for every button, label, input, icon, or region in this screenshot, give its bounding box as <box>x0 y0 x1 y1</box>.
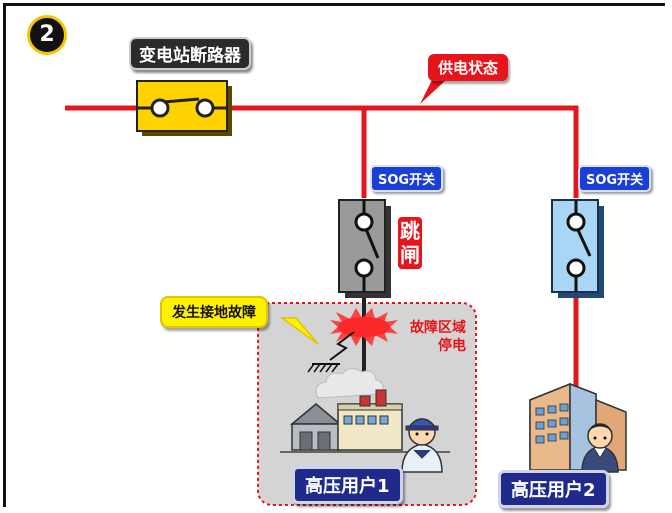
diagram-frame <box>3 3 665 507</box>
substation-breaker <box>136 80 232 136</box>
ground-fault-label: 发生接地故障 <box>160 296 268 328</box>
supply-status-label: 供电状态 <box>428 54 509 81</box>
worker-2-illustration <box>581 423 619 473</box>
step-number-badge: 2 <box>27 15 67 55</box>
sog-switch-2-label: SOG开关 <box>578 165 652 192</box>
sog-switch-2 <box>551 199 604 298</box>
supply-status-callout-pointer <box>420 80 446 104</box>
user-1-label: 高压用户1 <box>292 466 403 504</box>
worker-1-illustration <box>401 418 443 473</box>
factory-illustration <box>280 368 450 453</box>
substation-breaker-label: 变电站断路器 <box>129 37 251 70</box>
sog-switch-1-label: SOG开关 <box>370 165 444 192</box>
fault-zone-label: 故障区域 停电 <box>394 319 466 355</box>
fault-zone-label-line1: 故障区域 <box>410 320 466 336</box>
fault-zone-label-line2: 停电 <box>438 338 466 354</box>
ground-fault-callout-pointer <box>279 317 319 345</box>
sog-switch-1 <box>338 199 391 298</box>
trip-label: 跳闸 <box>398 217 422 269</box>
ground-fault-symbol <box>307 331 355 373</box>
user-2-label: 高压用户2 <box>498 470 609 508</box>
